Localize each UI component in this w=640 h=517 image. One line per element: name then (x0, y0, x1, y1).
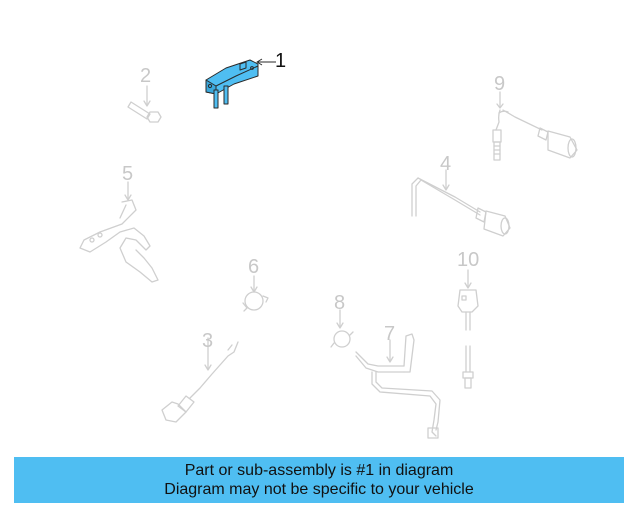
banner-line-part-info: Part or sub-assembly is #1 in diagram (184, 462, 454, 479)
part-2-bolt-icon (127, 85, 162, 123)
part-3-sensor-icon (161, 337, 239, 423)
callout-10[interactable]: 10 (457, 249, 480, 271)
callout-5[interactable]: 5 (122, 163, 134, 185)
callout-1[interactable]: 1 (275, 50, 287, 72)
callout-3[interactable]: 3 (202, 330, 214, 352)
part-1-sensor-icon (205, 58, 276, 109)
part-9-sensor-icon (492, 91, 578, 161)
part-8-clip-icon (330, 309, 354, 348)
banner-line-disclaimer: Diagram may not be specific to your vehi… (164, 481, 474, 498)
callout-7[interactable]: 7 (384, 323, 396, 345)
callout-8[interactable]: 8 (334, 292, 346, 314)
callout-9[interactable]: 9 (494, 73, 506, 95)
part-10-sensor-icon (457, 269, 479, 389)
part-4-sensor-icon (411, 169, 511, 237)
info-banner: Part or sub-assembly is #1 in diagram Di… (14, 457, 624, 503)
part-5-bracket-icon (79, 181, 159, 283)
callout-4[interactable]: 4 (440, 153, 452, 175)
callout-2[interactable]: 2 (140, 65, 152, 87)
part-6-clip-icon (242, 275, 269, 312)
callout-6[interactable]: 6 (248, 256, 260, 278)
part-7-tube-icon (355, 333, 441, 439)
